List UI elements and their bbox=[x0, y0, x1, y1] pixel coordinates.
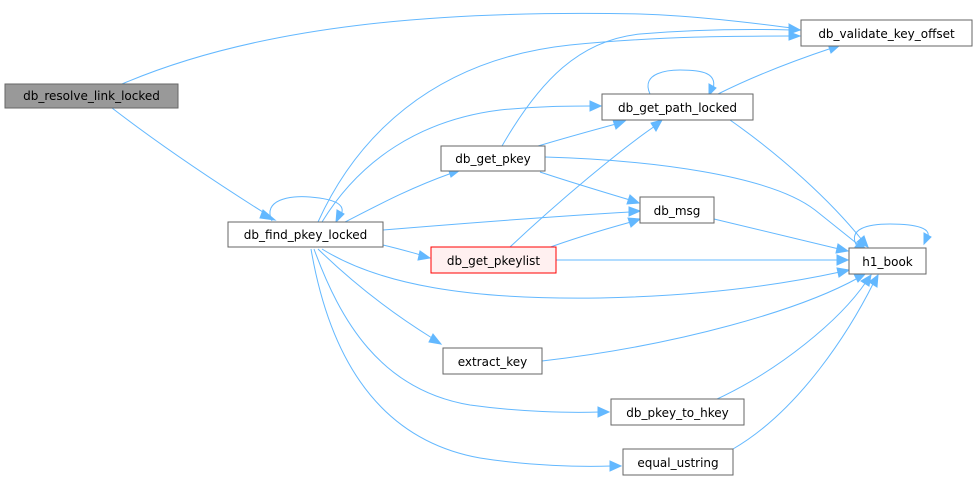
nodes-layer: db_resolve_link_locked db_find_pkey_lock… bbox=[4, 19, 973, 476]
edge-find-self-loop bbox=[269, 196, 343, 222]
edge-getpkey-to-h1book bbox=[544, 156, 861, 247]
arrowhead bbox=[860, 274, 872, 287]
edge-resolve-to-find bbox=[111, 107, 267, 215]
edge-pkeylist-to-pathlocked bbox=[509, 125, 656, 248]
arrowhead bbox=[836, 267, 851, 278]
arrowhead bbox=[868, 273, 879, 288]
node-db-find-pkey-locked[interactable]: db_find_pkey_locked bbox=[227, 221, 384, 248]
edge-h1book-self-loop bbox=[853, 223, 929, 249]
arrowhead bbox=[259, 209, 277, 221]
arrowhead bbox=[650, 119, 664, 132]
arrowhead bbox=[836, 254, 850, 266]
arrowhead bbox=[589, 100, 603, 112]
arrowhead bbox=[428, 333, 443, 345]
edge-find-to-extract bbox=[317, 248, 433, 339]
node-extract-key[interactable]: extract_key bbox=[442, 347, 543, 375]
edge-getpkey-to-validate bbox=[501, 28, 793, 147]
node-db-msg[interactable]: db_msg bbox=[639, 196, 715, 224]
arrowhead bbox=[788, 25, 802, 35]
node-label: db_validate_key_offset bbox=[818, 27, 955, 41]
edge-find-to-msg bbox=[382, 211, 631, 231]
node-db-get-pkey[interactable]: db_get_pkey bbox=[440, 145, 546, 172]
node-db-validate-key-offset[interactable]: db_validate_key_offset bbox=[800, 19, 973, 47]
arrowhead bbox=[626, 194, 641, 205]
edge-find-to-h1book bbox=[321, 248, 841, 299]
node-h1-book[interactable]: h1_book bbox=[848, 247, 927, 275]
arrowhead bbox=[856, 235, 869, 248]
edge-getpkey-to-msg bbox=[539, 171, 631, 201]
node-db-get-path-locked[interactable]: db_get_path_locked bbox=[601, 93, 754, 121]
node-label: equal_ustring bbox=[637, 456, 718, 470]
edge-resolve-to-validate bbox=[121, 12, 793, 85]
edge-getpkey-to-pathlocked bbox=[537, 123, 617, 147]
edge-find-to-pathlocked bbox=[321, 105, 593, 223]
node-label: db_get_path_locked bbox=[618, 101, 737, 115]
node-label: h1_book bbox=[862, 255, 913, 269]
edge-pathlocked-to-h1book bbox=[729, 119, 863, 241]
edge-find-to-pkeylist bbox=[382, 244, 422, 256]
edge-pathlocked-to-validate bbox=[717, 47, 833, 95]
node-label: extract_key bbox=[458, 355, 528, 369]
node-db-pkey-to-hkey[interactable]: db_pkey_to_hkey bbox=[610, 398, 745, 426]
edge-find-to-getpkey bbox=[344, 172, 453, 223]
arrowhead bbox=[612, 119, 627, 130]
node-label: db_resolve_link_locked bbox=[23, 89, 160, 103]
node-label: db_get_pkey bbox=[455, 152, 531, 166]
edge-find-to-equalustring bbox=[310, 248, 613, 467]
node-db-resolve-link-locked[interactable]: db_resolve_link_locked bbox=[4, 83, 179, 109]
arrowhead bbox=[335, 209, 345, 224]
node-label: db_msg bbox=[654, 204, 701, 218]
arrowhead bbox=[788, 31, 802, 41]
edge-pkeytohkey-to-h1book bbox=[714, 281, 867, 401]
arrowhead bbox=[835, 243, 850, 254]
arrowhead bbox=[628, 206, 642, 217]
arrowhead bbox=[708, 83, 717, 97]
node-label: db_get_pkeylist bbox=[447, 254, 540, 268]
node-equal-ustring[interactable]: equal_ustring bbox=[622, 448, 734, 476]
edges-layer bbox=[111, 12, 932, 472]
edge-pathlocked-self-loop bbox=[647, 69, 715, 95]
node-db-get-pkeylist[interactable]: db_get_pkeylist bbox=[430, 246, 557, 274]
arrowhead bbox=[597, 406, 611, 418]
edge-find-to-pkeytohkey bbox=[313, 248, 601, 413]
node-label: db_find_pkey_locked bbox=[244, 228, 367, 242]
edge-msg-to-h1book bbox=[713, 218, 840, 250]
edge-extract-to-h1book bbox=[541, 277, 859, 362]
edge-find-to-validate bbox=[317, 35, 793, 223]
arrowhead bbox=[417, 250, 432, 261]
edge-pkeylist-to-msg bbox=[544, 221, 632, 250]
arrowhead bbox=[923, 232, 932, 246]
edge-equalustring-to-h1book bbox=[732, 281, 875, 450]
node-label: db_pkey_to_hkey bbox=[626, 406, 729, 420]
arrowhead bbox=[609, 460, 623, 472]
arrowhead bbox=[627, 217, 642, 228]
